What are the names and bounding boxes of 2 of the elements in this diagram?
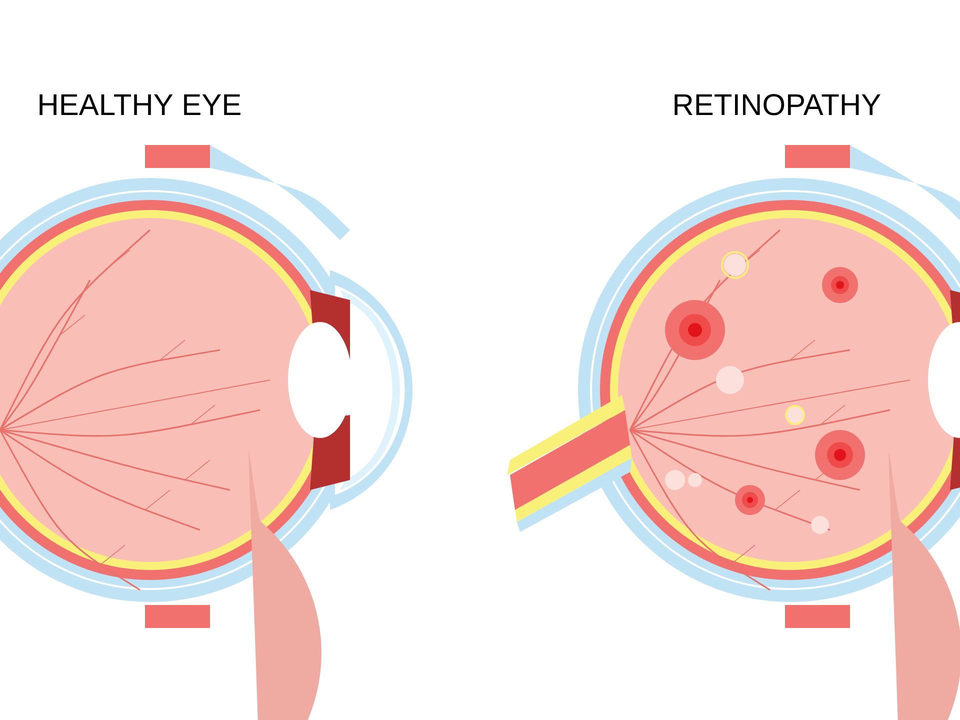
heading: RETINOPATHY (674, 94, 880, 116)
heading: HEALTHY EYE (40, 94, 240, 115)
